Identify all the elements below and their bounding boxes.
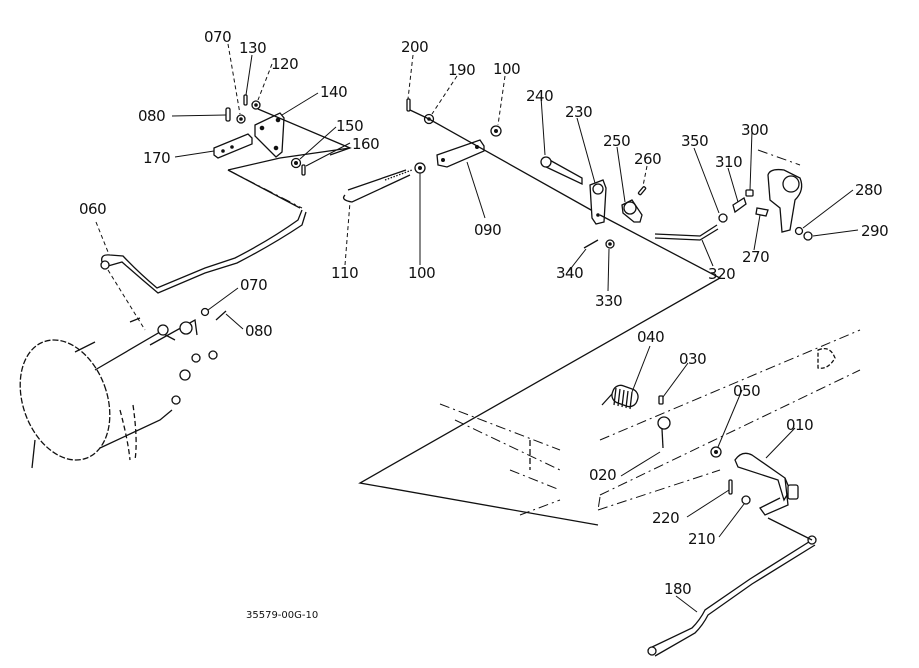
callout-270[interactable]: 270 <box>742 248 770 266</box>
part-070-washer-lower[interactable] <box>200 307 210 317</box>
transmission-housing <box>19 317 218 469</box>
hose-assembly <box>100 169 307 321</box>
callout-350[interactable]: 350 <box>681 132 709 150</box>
part-080-pin[interactable] <box>225 107 231 122</box>
part-290-nut[interactable] <box>803 231 813 241</box>
callout-070[interactable]: 070 <box>204 28 232 46</box>
part-080-pin-lower[interactable] <box>215 310 227 321</box>
leader-lines <box>95 43 859 613</box>
part-320-rod[interactable] <box>654 224 718 237</box>
part-110-rod[interactable] <box>342 174 411 203</box>
callout-200[interactable]: 200 <box>401 38 429 56</box>
callout-labels: 070 130 120 080 140 150 160 170 200 190 … <box>79 28 889 598</box>
part-130-pin[interactable] <box>243 94 248 106</box>
part-060-hose[interactable] <box>101 209 303 289</box>
part-020-boss[interactable] <box>657 416 671 430</box>
callout-170[interactable]: 170 <box>143 149 171 167</box>
rod-yoke-assembly <box>342 98 601 216</box>
callout-050[interactable]: 050 <box>733 382 761 400</box>
callout-310[interactable]: 310 <box>715 153 743 171</box>
part-090-yoke[interactable] <box>436 139 485 168</box>
callout-340[interactable]: 340 <box>556 264 584 282</box>
callout-160[interactable]: 160 <box>352 135 380 153</box>
part-280-washer[interactable] <box>794 226 804 236</box>
callout-150[interactable]: 150 <box>336 117 364 135</box>
part-200-pin[interactable] <box>406 98 411 112</box>
part-350-nut[interactable] <box>718 213 728 223</box>
pedal-assembly <box>439 329 861 657</box>
callout-330[interactable]: 330 <box>595 292 623 310</box>
callout-130[interactable]: 130 <box>239 39 267 57</box>
callout-020[interactable]: 020 <box>589 466 617 484</box>
part-340-pin[interactable] <box>583 239 599 249</box>
callout-300[interactable]: 300 <box>741 121 769 139</box>
callout-140[interactable]: 140 <box>320 83 348 101</box>
callout-280[interactable]: 280 <box>855 181 883 199</box>
callout-030[interactable]: 030 <box>679 350 707 368</box>
callout-180[interactable]: 180 <box>664 580 692 598</box>
callout-100-lower[interactable]: 100 <box>408 264 436 282</box>
bracket-assembly <box>213 94 352 209</box>
callout-040[interactable]: 040 <box>637 328 665 346</box>
part-030-key[interactable] <box>658 395 664 405</box>
figure-number: 35579-00G-10 <box>246 610 318 621</box>
callout-110[interactable]: 110 <box>331 264 359 282</box>
part-160-pin[interactable] <box>301 164 306 176</box>
part-210-washer[interactable] <box>741 495 751 505</box>
part-040-spring[interactable] <box>601 383 640 410</box>
housing-flange <box>19 339 111 461</box>
part-180-rod[interactable] <box>649 539 813 649</box>
callout-120[interactable]: 120 <box>271 55 299 73</box>
part-260-pin[interactable] <box>637 186 647 196</box>
part-220-pin[interactable] <box>728 479 733 495</box>
lever-assembly <box>358 149 813 526</box>
callout-080[interactable]: 080 <box>138 107 166 125</box>
part-010-pedal-arm[interactable] <box>734 452 791 502</box>
callout-230[interactable]: 230 <box>565 103 593 121</box>
part-310-fitting[interactable] <box>732 197 747 214</box>
callout-210[interactable]: 210 <box>688 530 716 548</box>
callout-060[interactable]: 060 <box>79 200 107 218</box>
part-300-fitting[interactable] <box>745 189 754 197</box>
callout-220[interactable]: 220 <box>652 509 680 527</box>
callout-190[interactable]: 190 <box>448 61 476 79</box>
callout-240[interactable]: 240 <box>526 87 554 105</box>
part-270-bolt[interactable] <box>755 207 769 217</box>
callout-010[interactable]: 010 <box>786 416 814 434</box>
callout-250[interactable]: 250 <box>603 132 631 150</box>
callout-070-lower[interactable]: 070 <box>240 276 268 294</box>
callout-260[interactable]: 260 <box>634 150 662 168</box>
callout-320[interactable]: 320 <box>708 265 736 283</box>
callout-290[interactable]: 290 <box>861 222 889 240</box>
callout-100-upper[interactable]: 100 <box>493 60 521 78</box>
callout-080-lower[interactable]: 080 <box>245 322 273 340</box>
callout-090[interactable]: 090 <box>474 221 502 239</box>
